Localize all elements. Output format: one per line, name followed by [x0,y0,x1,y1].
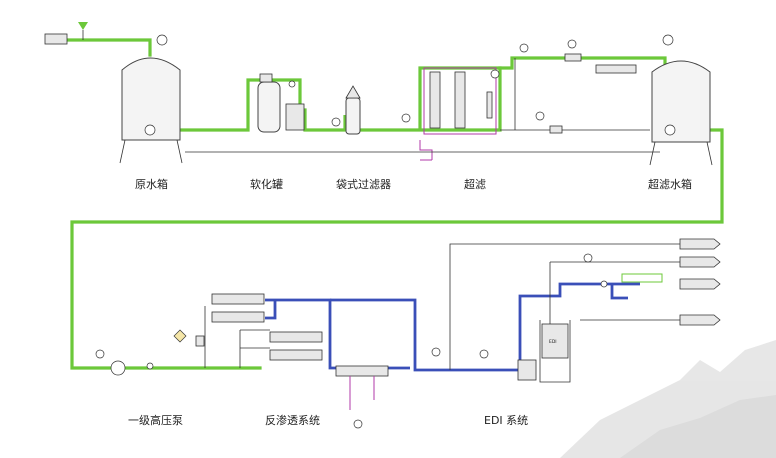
water-inlet [44,22,88,45]
label-edi-system: EDI 系统 [484,414,528,427]
label-hp-pump: 一级高压泵 [128,413,183,427]
label-uf-tank: 超滤水箱 [648,177,692,191]
bag-filter [331,85,361,135]
raw-water-tank [119,34,183,164]
funnel-icon [78,22,88,30]
uf-instrument-lines [185,39,660,153]
ro-membranes [211,293,389,429]
edi-outlets [679,238,721,326]
level-gauge-icon [662,34,674,46]
label-ultrafiltration: 超滤 [464,177,486,191]
label-ro-system: 反渗透系统 [265,413,320,427]
edi-piping [449,243,680,383]
pump-icon [110,360,126,376]
outlet-pump-icon [664,124,676,136]
label-bag-filter: 袋式过滤器 [336,177,391,191]
ultrafiltration-unit [401,67,500,161]
label-raw-tank: 原水箱 [135,177,168,191]
background-mountains [560,340,776,458]
label-softener: 软化罐 [250,177,283,191]
uf-water-tank [649,34,713,166]
high-pressure-pump [95,329,205,376]
softener-tank [257,73,305,133]
edi-module: EDI [431,253,663,381]
stage-labels: 原水箱 软化罐 袋式过滤器 超滤 超滤水箱 一级高压泵 反渗透系统 EDI 系统 [128,177,692,427]
level-gauge-icon [156,34,168,46]
outlet-pump-icon [144,124,156,136]
edi-module-label: EDI [549,339,557,345]
ro-piping [204,298,520,372]
